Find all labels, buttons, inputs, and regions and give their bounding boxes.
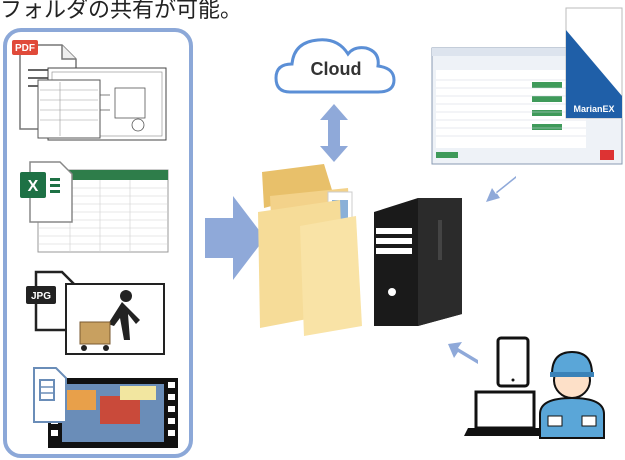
pdf-badge-label: PDF xyxy=(15,43,35,54)
arrow-up-left-icon xyxy=(448,342,478,364)
tablet-icon xyxy=(496,336,530,388)
svg-text:X: X xyxy=(28,178,39,195)
server-icon xyxy=(374,198,462,326)
excel-file-icon: X xyxy=(20,161,73,223)
arrow-right-icon xyxy=(205,196,265,280)
jpg-badge-label: JPG xyxy=(31,291,51,302)
cloud-label: Cloud xyxy=(311,59,362,79)
worker-photo xyxy=(65,283,165,355)
laptop-icon xyxy=(464,390,546,436)
arrow-down-left-icon xyxy=(486,176,516,202)
marianex-package-box: MarianEX xyxy=(565,7,623,119)
spec-sheet-image xyxy=(37,79,101,139)
shared-folder-icon xyxy=(258,164,362,336)
double-arrow-vertical-icon xyxy=(320,104,348,162)
cloud-icon: Cloud xyxy=(274,38,396,94)
caption-text: フォルダの共有が可能。 xyxy=(0,0,243,23)
app-package-label: MarianEX xyxy=(573,104,614,114)
worker-user-icon xyxy=(539,350,605,439)
video-file-icon xyxy=(33,367,67,423)
video-film-strip xyxy=(48,378,178,448)
